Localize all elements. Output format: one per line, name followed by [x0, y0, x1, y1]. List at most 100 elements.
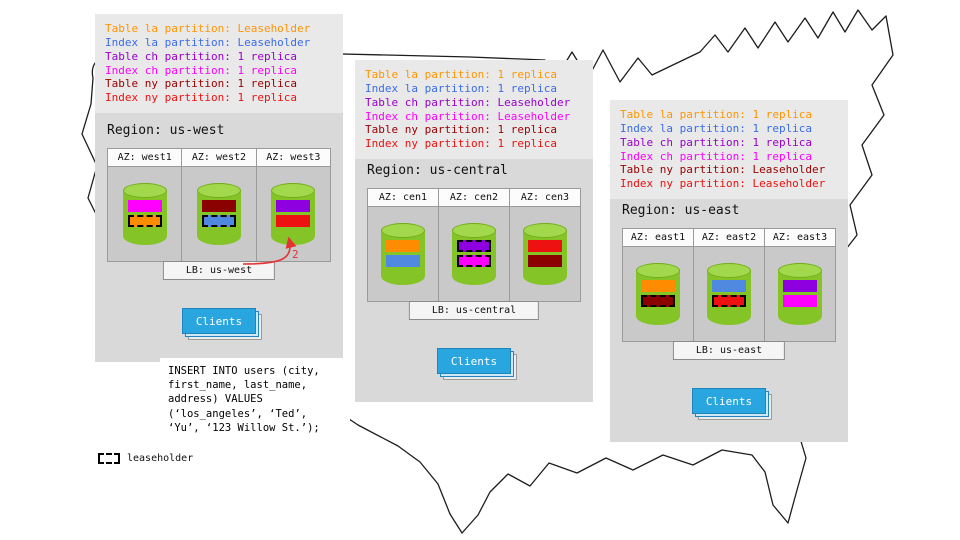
note-index-ny: Index ny partition: Leaseholder	[620, 177, 826, 191]
partition-replica-bar	[641, 280, 675, 292]
cylinder-top	[778, 263, 822, 278]
database-cylinder	[523, 223, 567, 285]
replica-bars	[712, 280, 746, 307]
az-west2-label: AZ: west2	[182, 149, 256, 167]
region-title-us-central: Region: us-central	[367, 163, 508, 178]
az-west1-label: AZ: west1	[108, 149, 182, 167]
replica-bars	[641, 280, 675, 307]
replica-bars	[386, 240, 420, 267]
az-cen2-label: AZ: cen2	[439, 189, 509, 207]
note-table-ch: Table ch partition: 1 replica	[105, 49, 298, 63]
region-title-us-east: Region: us-east	[622, 203, 740, 218]
az-cen1-body	[368, 207, 438, 301]
az-row-central: AZ: cen1 AZ: cen2	[367, 188, 581, 302]
partition-notes-east: Table la partition: 1 replica Index la p…	[610, 100, 848, 200]
cylinder-top	[452, 223, 496, 238]
database-cylinder	[778, 263, 822, 325]
note-index-la: Index la partition: Leaseholder	[105, 35, 311, 49]
note-table-ch: Table ch partition: 1 replica	[620, 135, 813, 149]
load-balancer-us-west: LB: us-west	[162, 261, 276, 280]
partition-replica-bar	[386, 255, 420, 267]
partition-replica-bar	[641, 295, 675, 307]
note-table-ny: Table ny partition: Leaseholder	[620, 163, 826, 177]
partition-replica-bar	[276, 215, 311, 227]
partition-replica-bar	[783, 280, 817, 292]
partition-replica-bar	[528, 255, 562, 267]
note-index-ch: Index ch partition: 1 replica	[105, 63, 298, 77]
az-west2-body	[182, 167, 256, 261]
az-cen3: AZ: cen3	[509, 188, 581, 302]
az-east1: AZ: east1	[622, 228, 694, 342]
partition-notes-west: Table la partition: Leaseholder Index la…	[95, 14, 343, 114]
note-table-la: Table la partition: 1 replica	[365, 68, 558, 81]
az-cen1: AZ: cen1	[367, 188, 439, 302]
sql-insert-statement: INSERT INTO users (city, first_name, las…	[160, 358, 350, 441]
clients-button-us-east[interactable]: Clients	[692, 388, 766, 414]
note-index-la: Index la partition: 1 replica	[365, 81, 558, 95]
database-cylinder	[122, 183, 167, 245]
cylinder-top	[196, 183, 241, 198]
partition-replica-bar	[783, 295, 817, 307]
az-row-east: AZ: east1 AZ: east2	[622, 228, 836, 342]
replica-bars	[528, 240, 562, 267]
az-west3: AZ: west3	[255, 148, 331, 262]
cylinder-top	[271, 183, 316, 198]
clients-button-us-west[interactable]: Clients	[182, 308, 256, 334]
az-row-west: AZ: west1 AZ: west2	[107, 148, 331, 262]
database-cylinder	[196, 183, 241, 245]
partition-replica-bar	[712, 280, 746, 292]
load-balancer-us-central: LB: us-central	[408, 301, 540, 320]
az-east2: AZ: east2	[693, 228, 765, 342]
region-panel-us-east: Region: us-east AZ: east1 AZ: east2	[610, 192, 848, 442]
database-cylinder	[452, 223, 496, 285]
leaseholder-swatch-icon	[98, 453, 120, 464]
database-cylinder	[271, 183, 316, 245]
az-east3-body	[765, 247, 835, 341]
az-cen3-body	[510, 207, 580, 301]
replica-bars	[127, 200, 162, 227]
partition-replica-bar	[528, 240, 562, 252]
partition-replica-bar	[201, 200, 236, 212]
database-cylinder	[381, 223, 425, 285]
az-east1-label: AZ: east1	[623, 229, 693, 247]
partition-replica-bar	[127, 200, 162, 212]
replica-bars	[276, 200, 311, 227]
cylinder-top	[636, 263, 680, 278]
az-east3: AZ: east3	[764, 228, 836, 342]
az-east2-body	[694, 247, 764, 341]
partition-replica-bar	[127, 215, 162, 227]
note-table-la: Table la partition: 1 replica	[620, 108, 813, 121]
az-west2: AZ: west2	[181, 148, 257, 262]
leaseholder-legend: leaseholder	[95, 452, 197, 465]
region-title-us-west: Region: us-west	[107, 123, 225, 138]
cylinder-top	[381, 223, 425, 238]
database-cylinder	[636, 263, 680, 325]
note-table-ch: Table ch partition: Leaseholder	[365, 95, 571, 109]
az-west1: AZ: west1	[107, 148, 183, 262]
partition-replica-bar	[201, 215, 236, 227]
cylinder-top	[523, 223, 567, 238]
partition-notes-central: Table la partition: 1 replica Index la p…	[355, 60, 593, 160]
replica-bars	[201, 200, 236, 227]
note-table-ny: Table ny partition: 1 replica	[365, 123, 558, 137]
partition-replica-bar	[276, 200, 311, 212]
partition-replica-bar	[457, 255, 491, 267]
database-cylinder	[707, 263, 751, 325]
clients-button-us-central[interactable]: Clients	[437, 348, 511, 374]
az-cen2: AZ: cen2	[438, 188, 510, 302]
note-table-ny: Table ny partition: 1 replica	[105, 77, 298, 91]
note-index-la: Index la partition: 1 replica	[620, 121, 813, 135]
az-west3-body	[256, 167, 330, 261]
note-table-la: Table la partition: Leaseholder	[105, 22, 311, 35]
az-east2-label: AZ: east2	[694, 229, 764, 247]
az-east3-label: AZ: east3	[765, 229, 835, 247]
load-balancer-us-east: LB: us-east	[672, 341, 786, 360]
partition-replica-bar	[386, 240, 420, 252]
replica-bars	[783, 280, 817, 307]
note-index-ch: Index ch partition: Leaseholder	[365, 109, 571, 123]
az-cen3-label: AZ: cen3	[510, 189, 580, 207]
region-panel-us-west: Region: us-west AZ: west1 AZ: west2	[95, 112, 343, 362]
leaseholder-legend-label: leaseholder	[127, 453, 194, 464]
cylinder-top	[707, 263, 751, 278]
